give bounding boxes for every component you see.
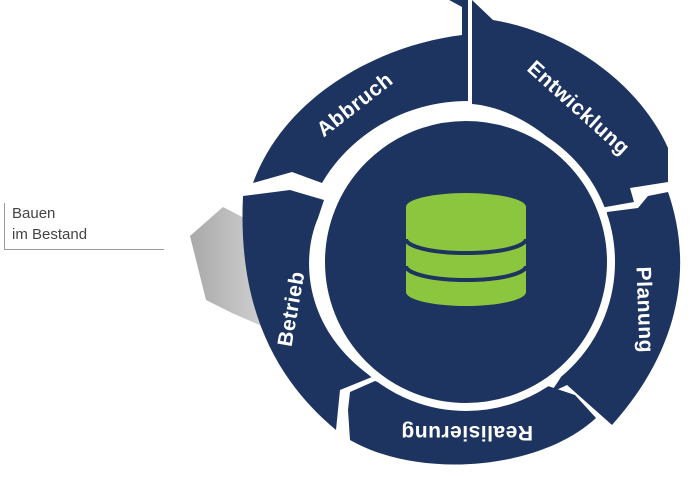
- segment-label-realisierung: Realisierung: [401, 421, 533, 444]
- bauen-im-bestand-label: Bauen im Bestand: [4, 203, 164, 250]
- segment-label-planung: Planung: [631, 266, 657, 353]
- side-label-line-1: Bauen: [12, 205, 56, 222]
- segment-realisierung: [348, 381, 596, 465]
- segment-abbruch: [253, 0, 468, 183]
- segment-planung: [550, 192, 681, 425]
- database-icon: [404, 193, 528, 306]
- segment-betrieb: [242, 190, 372, 430]
- side-label-line-2: im Bestand: [12, 226, 88, 243]
- segment-entwicklung: [472, 0, 668, 208]
- cycle-segments: [242, 0, 681, 465]
